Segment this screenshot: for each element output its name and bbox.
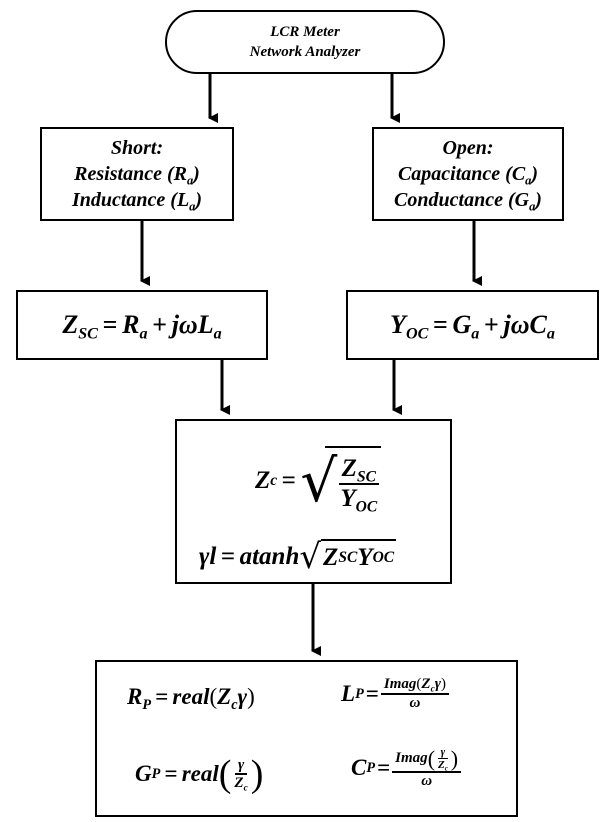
yoc-equation: YOC=Ga+jωCa — [390, 310, 555, 343]
oval-line1: LCR Meter — [270, 24, 340, 40]
yoc-equation-box: YOC=Ga+jωCa — [346, 290, 599, 360]
short-resistance-line: Resistance (Ra) — [74, 163, 200, 188]
open-title: Open: — [442, 137, 494, 159]
short-title: Short: — [110, 137, 164, 159]
lcr-meter-oval: LCR Meter Network Analyzer — [165, 10, 445, 74]
rp-equation: RP=real(Zcγ) — [127, 684, 255, 713]
oval-line2: Network Analyzer — [249, 44, 361, 60]
zsc-equation: ZSC=Ra+jωLa — [62, 310, 222, 343]
open-capacitance-line: Capacitance (Ca) — [397, 163, 539, 188]
zsc-equation-box: ZSC=Ra+jωLa — [16, 290, 268, 360]
short-inductance-line: Inductance (La) — [71, 189, 203, 214]
zc-sqrt: √ ZSC YOC — [300, 447, 379, 515]
zc-sqrt-bar — [325, 446, 381, 448]
open-conductance-line: Conductance (Ga) — [394, 189, 542, 214]
short-box: Short: Resistance (Ra) Inductance (La) — [40, 127, 234, 221]
open-box: Open: Capacitance (Ca) Conductance (Ga) — [372, 127, 564, 221]
